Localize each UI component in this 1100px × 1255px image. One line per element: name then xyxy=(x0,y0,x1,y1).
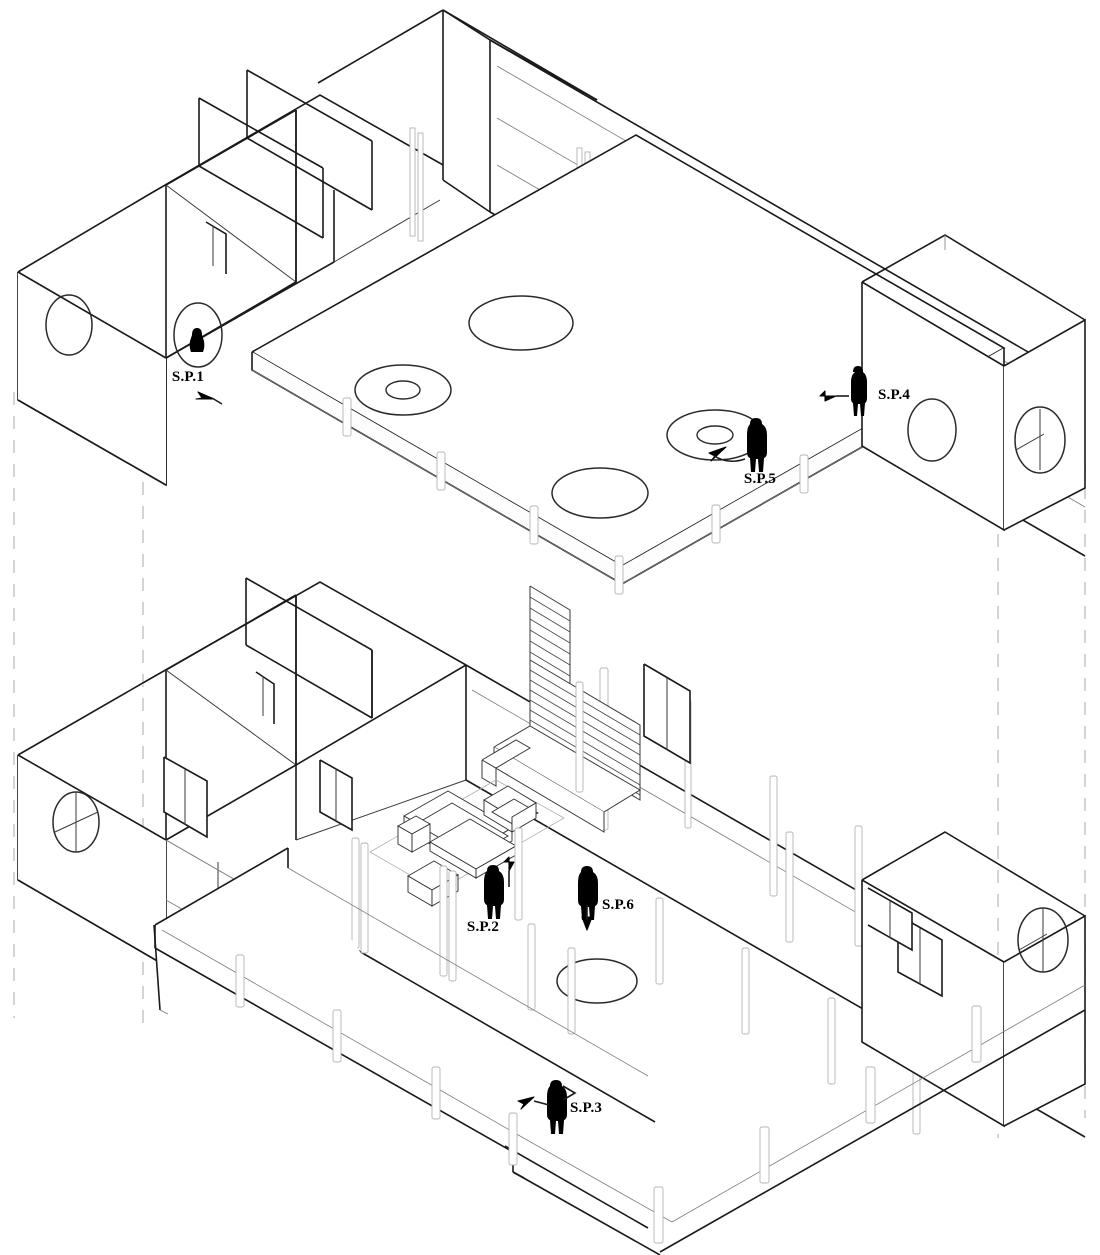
porthole-upper-left-side xyxy=(173,302,223,368)
figure-sp6 xyxy=(578,866,598,920)
skylight-c-inner xyxy=(696,425,734,445)
skylight-b-inner xyxy=(385,380,421,400)
upper-level: S.P.1 S.P.4 S.P.5 xyxy=(17,9,1086,595)
porthole-upper-left-end xyxy=(45,294,93,356)
upper-viewpoint-markers: S.P.1 S.P.4 S.P.5 xyxy=(172,366,910,487)
lower-staircase xyxy=(481,585,641,833)
upper-right-wing xyxy=(861,234,1086,532)
lower-front-terrace xyxy=(153,847,1086,1255)
upper-slab-posts-left xyxy=(342,397,624,595)
floor-ellipse xyxy=(556,958,638,1004)
figure-sp4 xyxy=(851,366,867,416)
lamp-post xyxy=(514,827,523,921)
arrow-sp2 xyxy=(503,856,515,872)
figure-sp2 xyxy=(484,865,504,919)
label-sp5: S.P.5 xyxy=(744,471,776,487)
porthole-upper-right-end xyxy=(1014,406,1066,474)
lower-furniture-group xyxy=(369,779,565,921)
lower-interior-posts xyxy=(599,667,863,947)
arrow-sp3 xyxy=(517,1096,535,1110)
lower-main-floor xyxy=(165,837,921,1135)
skylight-a xyxy=(468,295,574,351)
lower-floor-columns xyxy=(351,837,921,1135)
lower-viewpoint-markers: S.P.2 S.P.6 S.P.3 xyxy=(467,856,634,1134)
armchair-side xyxy=(511,802,537,833)
porthole-lower-right-mullion-h xyxy=(1018,933,1048,951)
lower-right-wing xyxy=(785,831,1086,1128)
porthole-lower-left-mullion-h xyxy=(54,811,99,833)
skylight-b xyxy=(354,364,452,416)
lower-left-wing xyxy=(17,577,467,1008)
skylight-d xyxy=(551,467,649,519)
label-sp3: S.P.3 xyxy=(570,1100,602,1116)
upper-left-wing xyxy=(17,69,467,487)
terrace-railing-posts xyxy=(235,954,982,1244)
lower-level: S.P.2 S.P.6 S.P.3 xyxy=(17,577,1086,1255)
lower-right-posts xyxy=(785,831,794,943)
arrow-sp1 xyxy=(195,391,215,400)
label-sp1: S.P.1 xyxy=(172,369,204,385)
label-sp2: S.P.2 xyxy=(467,919,499,935)
label-sp6: S.P.6 xyxy=(602,897,634,913)
label-sp4: S.P.4 xyxy=(878,387,910,403)
porthole-upper-right-mullion-h xyxy=(1015,433,1045,451)
figure-sp3 xyxy=(547,1080,567,1134)
figure-sp5 xyxy=(747,418,767,472)
porthole-upper-right-side xyxy=(907,398,957,462)
figure-sp1 xyxy=(189,328,205,352)
arrow-sp4 xyxy=(819,390,837,402)
